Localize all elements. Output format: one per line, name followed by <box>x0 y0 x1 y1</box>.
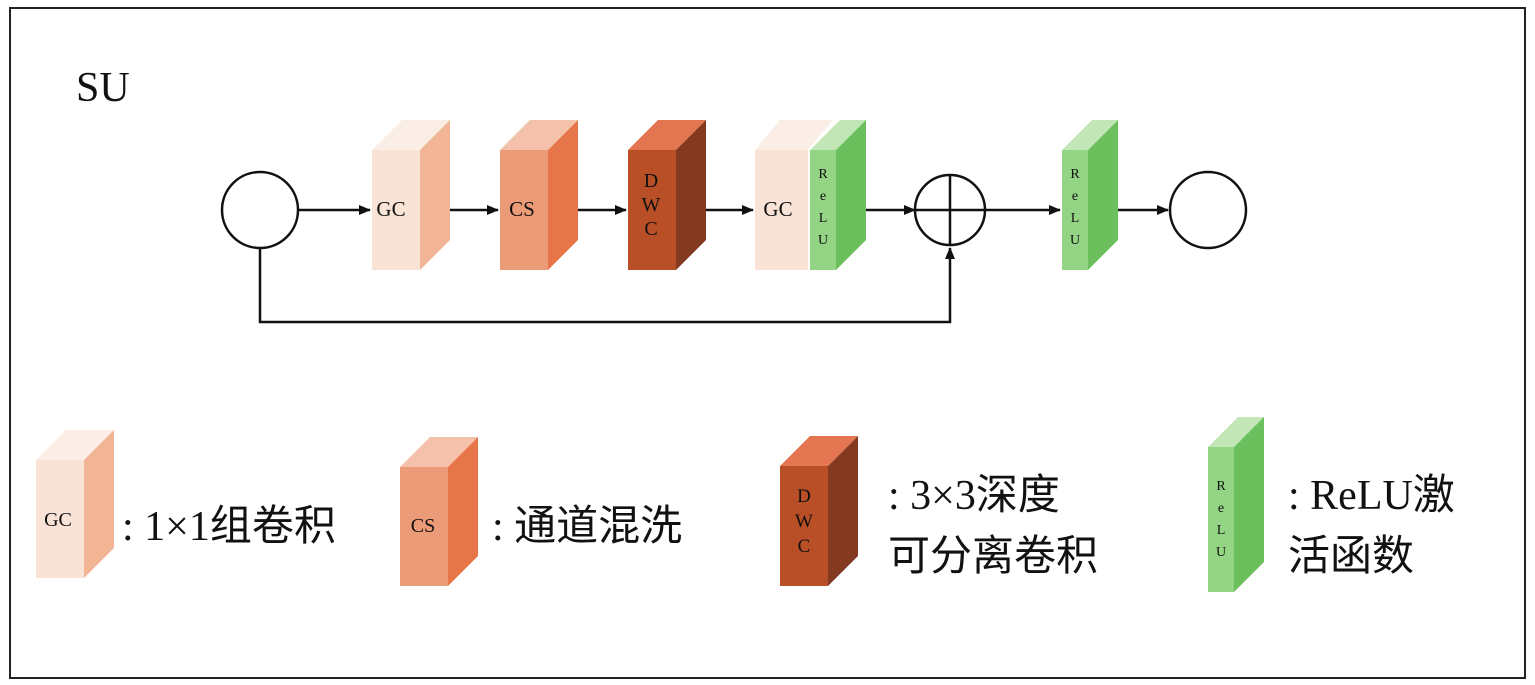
legend-dwc-text-line-1: : 3×3深度 <box>888 473 1060 519</box>
block-cs: CS <box>500 120 578 270</box>
output-node <box>1168 170 1248 250</box>
legend-relu-text-line-1: : ReLU激 <box>1288 473 1455 519</box>
legend-dwc-text-line-2: 可分离卷积 <box>888 533 1098 580</box>
diagram-title: SU <box>76 65 130 111</box>
block-gc-2: GC <box>755 120 833 270</box>
block-cs-label: CS <box>509 197 535 221</box>
block-gc-1-label: GC <box>376 197 405 221</box>
legend-cs-text: : 通道混洗 <box>492 504 682 550</box>
block-gc-2-label: GC <box>763 197 792 221</box>
figure-frame <box>9 7 1526 679</box>
skip-connection <box>258 247 955 324</box>
legend-item-gc: GC : 1×1组卷积 <box>36 430 336 578</box>
legend-cs-block-label: CS <box>411 515 435 537</box>
input-node <box>220 170 300 250</box>
legend-gc-block-label: GC <box>44 509 72 531</box>
legend-item-cs: CS : 通道混洗 <box>400 437 682 586</box>
legend-gc-text: : 1×1组卷积 <box>122 504 336 550</box>
legend-relu-text-line-2: 活函数 <box>1288 534 1414 580</box>
block-gc-1: GC <box>372 120 450 270</box>
add-node <box>913 173 987 247</box>
